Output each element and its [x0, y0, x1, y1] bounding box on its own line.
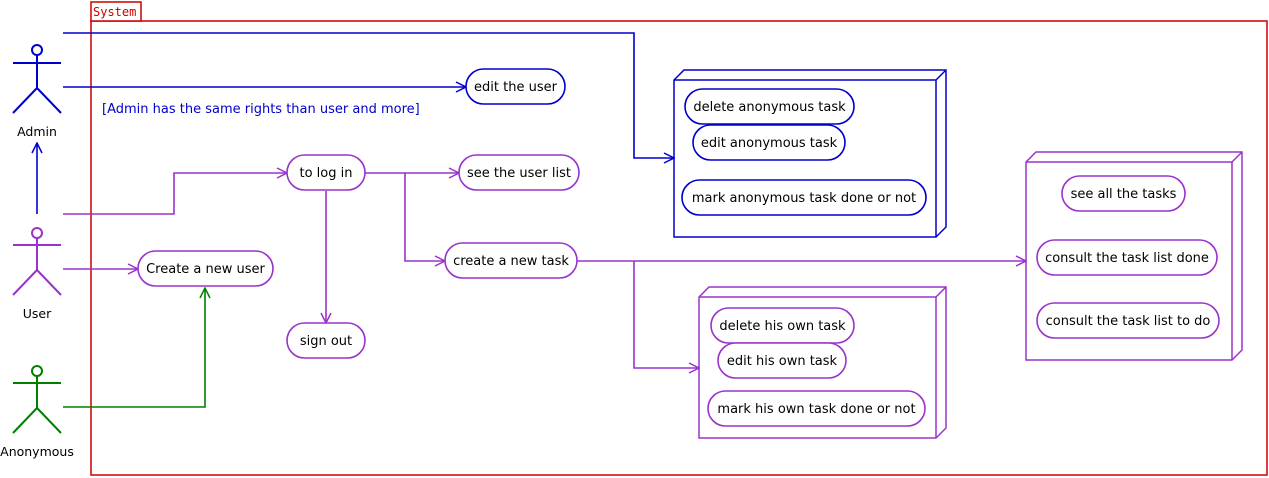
svg-text:sign out: sign out: [300, 334, 352, 349]
arrow-anonymous-to-create-user: [63, 288, 205, 408]
system-label: System: [93, 5, 136, 19]
svg-text:consult the task list to do: consult the task list to do: [1046, 314, 1211, 329]
admin-note: [Admin has the same rights than user and…: [102, 102, 420, 117]
use-case-consult-done: consult the task list done: [1036, 239, 1218, 276]
arrow-user-to-login: [63, 173, 287, 215]
actor-user-label: User: [23, 306, 52, 321]
use-case-delete-own-task: delete his own task: [710, 307, 855, 344]
svg-text:delete his own task: delete his own task: [719, 319, 846, 334]
use-case-edit-anonymous-task: edit anonymous task: [692, 124, 846, 161]
actor-admin: [12, 44, 62, 114]
use-case-see-user-list: see the user list: [458, 154, 580, 191]
use-case-edit-user: edit the user: [465, 68, 566, 105]
arrow-task-to-own-tasks: [633, 261, 699, 368]
use-case-create-task: create a new task: [444, 242, 578, 279]
system-boundary: System: [90, 1, 1268, 476]
svg-text:edit his own task: edit his own task: [727, 354, 838, 369]
svg-text:delete anonymous task: delete anonymous task: [693, 100, 846, 115]
use-case-mark-own-task: mark his own task done or not: [707, 390, 926, 427]
actor-anonymous: [12, 365, 62, 434]
arrow-login-to-create-task: [404, 173, 445, 261]
use-case-edit-own-task: edit his own task: [717, 342, 847, 379]
use-case-sign-out: sign out: [286, 322, 366, 359]
svg-text:see the user list: see the user list: [467, 166, 571, 181]
use-case-mark-anonymous-task: mark anonymous task done or not: [681, 179, 927, 216]
use-case-consult-todo: consult the task list to do: [1036, 302, 1220, 339]
svg-text:create a new task: create a new task: [453, 254, 569, 269]
use-case-log-in: to log in: [286, 154, 366, 191]
svg-text:consult the task list done: consult the task list done: [1045, 251, 1209, 266]
svg-text:edit the user: edit the user: [474, 80, 558, 95]
arrow-admin-to-anon-tasks: [63, 32, 674, 158]
svg-text:mark anonymous task done or no: mark anonymous task done or not: [692, 191, 916, 206]
svg-text:Create a new user: Create a new user: [146, 262, 265, 277]
svg-text:to log in: to log in: [300, 166, 353, 181]
svg-text:edit anonymous task: edit anonymous task: [701, 136, 838, 151]
use-case-see-all-tasks: see all the tasks: [1061, 175, 1186, 212]
actor-admin-label: Admin: [17, 124, 57, 139]
actor-user: [12, 227, 62, 296]
svg-text:mark his own task done or not: mark his own task done or not: [717, 402, 915, 417]
use-case-delete-anonymous-task: delete anonymous task: [684, 88, 855, 125]
actor-anonymous-label: Anonymous: [0, 444, 74, 459]
use-case-create-user: Create a new user: [137, 250, 274, 287]
svg-text:see all the tasks: see all the tasks: [1071, 187, 1177, 202]
